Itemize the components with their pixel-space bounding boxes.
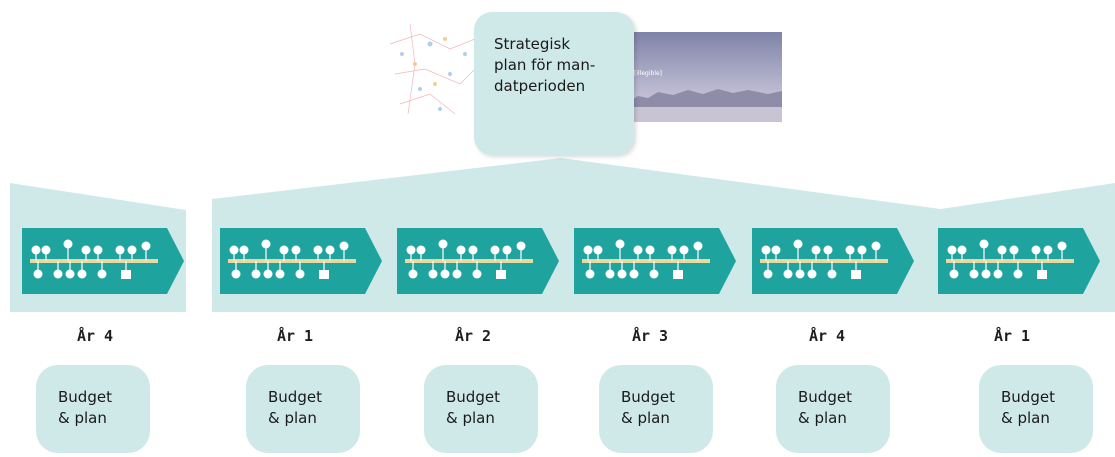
- timeline-arrow: [938, 228, 1100, 294]
- city-photo: [illegible]: [628, 32, 782, 122]
- year-label: År 2: [454, 327, 492, 345]
- budget-card-text: Budget & plan: [798, 388, 852, 427]
- timeline-arrow: [574, 228, 736, 294]
- budget-card-text: Budget & plan: [268, 388, 322, 427]
- budget-card: Budget & plan: [979, 365, 1093, 453]
- budget-card-text: Budget & plan: [621, 388, 675, 427]
- strategic-plan-card: Strategisk plan för man- datperioden: [474, 12, 634, 155]
- strategic-plan-text: Strategisk plan för man- datperioden: [494, 35, 596, 95]
- budget-card-text: Budget & plan: [446, 388, 500, 427]
- budget-card-text: Budget & plan: [1001, 388, 1055, 427]
- budget-card: Budget & plan: [246, 365, 360, 453]
- budget-card-text: Budget & plan: [58, 388, 112, 427]
- year-label: År 4: [76, 327, 114, 345]
- timeline-arrow: [397, 228, 559, 294]
- year-label: År 1: [276, 327, 314, 345]
- timeline-arrow: [22, 228, 184, 294]
- network-map-image: [389, 23, 481, 115]
- year-label: År 1: [993, 327, 1031, 345]
- timeline-arrow: [220, 228, 382, 294]
- timeline-arrow: [752, 228, 914, 294]
- budget-card: Budget & plan: [776, 365, 890, 453]
- year-label: År 4: [808, 327, 846, 345]
- budget-card: Budget & plan: [36, 365, 150, 453]
- year-label: År 3: [631, 327, 669, 345]
- photo-caption: [illegible]: [634, 70, 663, 77]
- budget-card: Budget & plan: [424, 365, 538, 453]
- budget-card: Budget & plan: [599, 365, 713, 453]
